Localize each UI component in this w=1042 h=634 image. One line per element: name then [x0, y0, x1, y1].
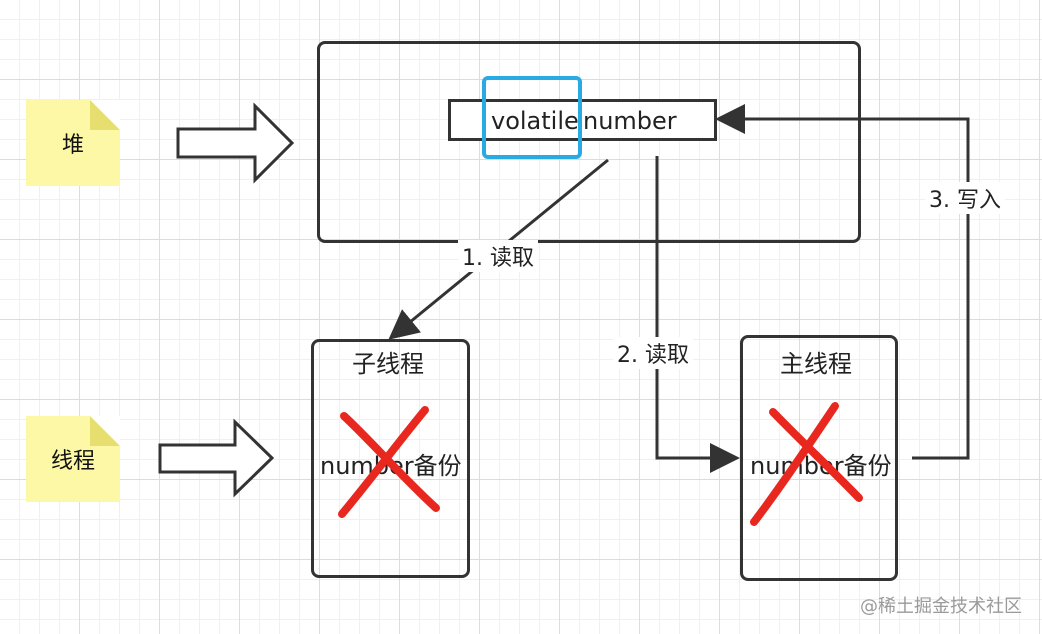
child-thread-title: 子线程	[352, 350, 424, 378]
heap-box	[317, 41, 861, 243]
heap-block-arrow-icon	[176, 102, 295, 184]
thread-block-arrow-icon	[158, 418, 275, 498]
watermark: @稀土掘金技术社区	[860, 596, 1022, 617]
volatile-number-field: volatile number	[448, 99, 717, 141]
thread-note: 线程	[26, 416, 120, 502]
volatile-highlight	[482, 76, 582, 159]
step-read-main-label: 2. 读取	[613, 337, 693, 369]
heap-note: 堆	[26, 100, 120, 186]
child-thread-box	[311, 339, 470, 578]
number-variable: number	[583, 107, 677, 135]
main-thread-backup: number备份	[750, 452, 892, 480]
volatile-keyword: volatile	[491, 107, 579, 135]
step-read-child-label: 1. 读取	[458, 240, 538, 272]
heap-note-label: 堆	[61, 133, 84, 158]
step-write-main-label: 3. 写入	[925, 182, 1005, 214]
child-thread-backup: number备份	[320, 452, 462, 480]
main-thread-title: 主线程	[780, 350, 852, 378]
thread-note-label: 线程	[50, 449, 95, 474]
